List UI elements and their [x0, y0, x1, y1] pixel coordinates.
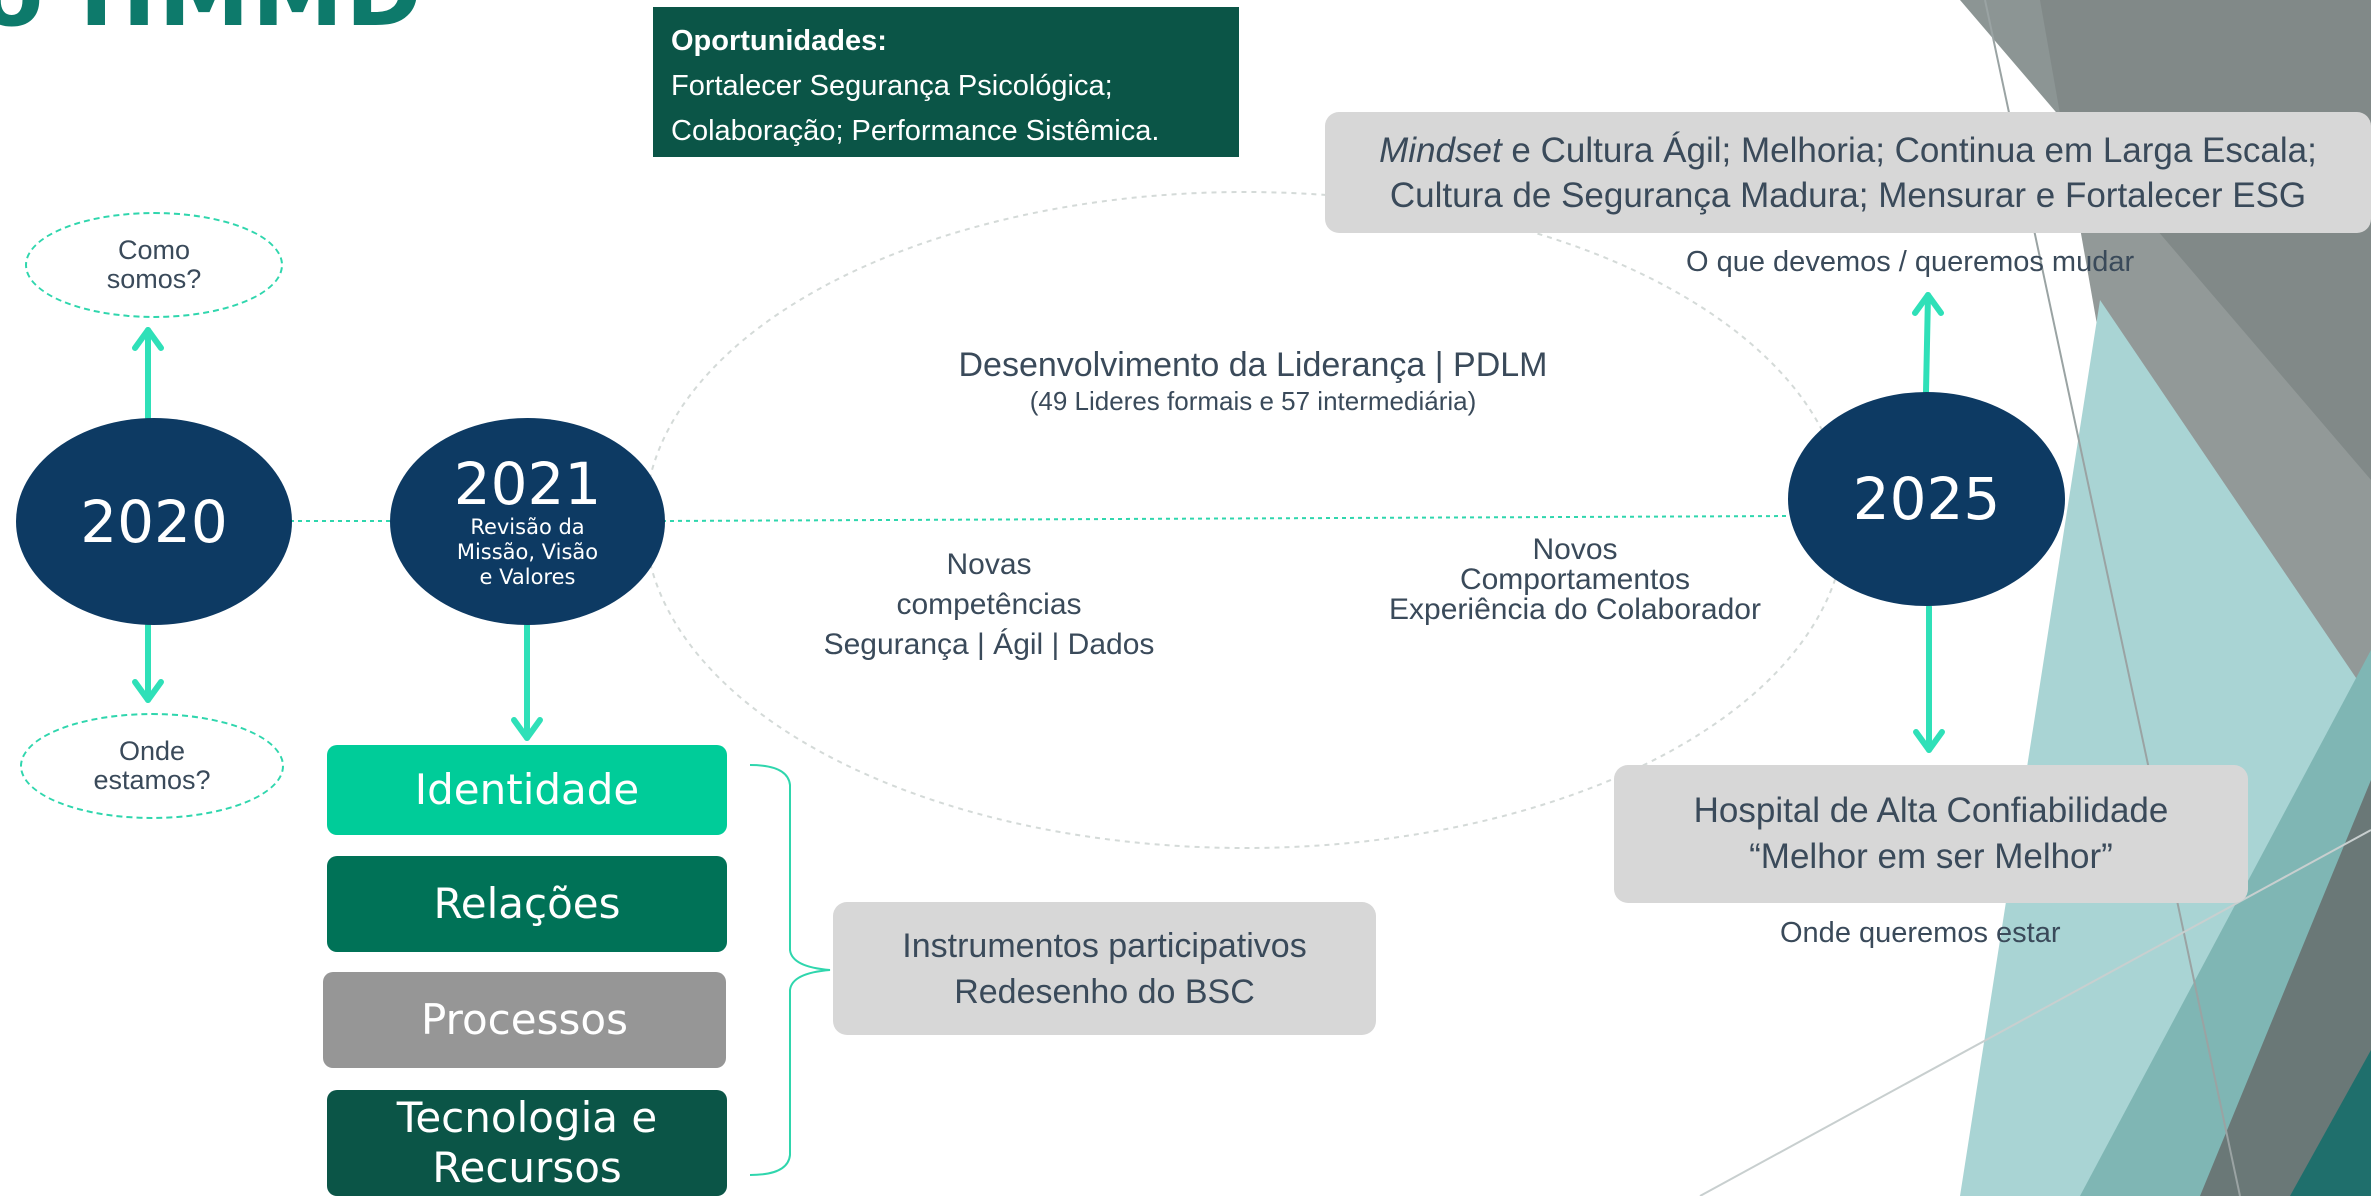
pillar-identity: Identidade	[327, 745, 727, 835]
pillar-technology: Tecnologia e Recursos	[327, 1090, 727, 1196]
decor-facet-slate	[2200, 780, 2371, 1196]
goals-mindset-word: Mindset	[1379, 130, 1502, 170]
page-title-fragment: o HMMD	[0, 0, 424, 47]
arrow-up-2020	[132, 327, 164, 421]
opportunities-title: Oportunidades:	[671, 25, 887, 57]
decor-facet-deep-teal	[2290, 1050, 2371, 1196]
change-caption: O que devemos / queremos mudar	[1686, 246, 2135, 278]
pillar-processes: Processos	[323, 972, 726, 1068]
arrow-up-2025	[1912, 292, 1944, 395]
year-2021-label: 2021	[453, 450, 602, 518]
opportunities-line-1: Fortalecer Segurança Psicológica;	[671, 70, 1113, 102]
pillar-relations: Relações	[327, 856, 727, 952]
goals-line-1-rest: e Cultura Ágil; Melhoria; Continua em La…	[1501, 130, 2317, 170]
target-caption: Onde queremos estar	[1780, 917, 2061, 949]
opportunities-line-2: Colaboração; Performance Sistêmica.	[671, 115, 1160, 147]
year-2020-label: 2020	[80, 487, 228, 556]
bracket-pillars	[749, 764, 831, 1176]
arrow-down-2021	[511, 622, 543, 741]
arrow-down-2025	[1913, 604, 1945, 753]
year-2021-subtitle: Revisão da Missão, Visão e Valores	[456, 515, 599, 589]
leadership-block: Desenvolvimento da Liderança | PDLM (49 …	[888, 344, 1618, 416]
how-are-we-ellipse: Como somos?	[25, 212, 283, 318]
hospital-box: Hospital de Alta Confiabilidade “Melhor …	[1614, 765, 2248, 903]
where-are-we-ellipse: Onde estamos?	[20, 713, 284, 819]
instruments-line-2: Redesenho do BSC	[954, 972, 1255, 1011]
year-2025-label: 2025	[1852, 465, 2001, 533]
instruments-box: Instrumentos participativos Redesenho do…	[833, 902, 1376, 1035]
instruments-line-1: Instrumentos participativos	[902, 926, 1307, 965]
arrow-down-2020	[132, 622, 164, 703]
opportunities-box: Oportunidades: Fortalecer Segurança Psic…	[653, 7, 1239, 157]
year-2025-circle: 2025	[1788, 392, 2065, 606]
leadership-title: Desenvolvimento da Liderança | PDLM	[958, 346, 1548, 384]
goals-line-2: Cultura de Segurança Madura; Mensurar e …	[1389, 175, 2307, 215]
decor-line-2	[1699, 829, 2371, 1196]
new-behaviors: Novos Comportamentos Experiência do Cola…	[1389, 533, 1761, 626]
hospital-line-1: Hospital de Alta Confiabilidade	[1693, 791, 2169, 830]
new-competencies: Novas competências Segurança | Ágil | Da…	[823, 548, 1155, 661]
goals-line-1: Mindset e Cultura Ágil; Melhoria; Contin…	[1325, 128, 2371, 173]
timeline-line-2021-2025	[661, 515, 1791, 522]
year-2020-circle: 2020	[16, 418, 292, 625]
leadership-subtitle: (49 Lideres formais e 57 intermediária)	[1029, 386, 1477, 416]
year-2021-circle: 2021 Revisão da Missão, Visão e Valores	[390, 418, 665, 625]
goals-box: Mindset e Cultura Ágil; Melhoria; Contin…	[1325, 112, 2371, 233]
hospital-line-2: “Melhor em ser Melhor”	[1749, 837, 2113, 876]
